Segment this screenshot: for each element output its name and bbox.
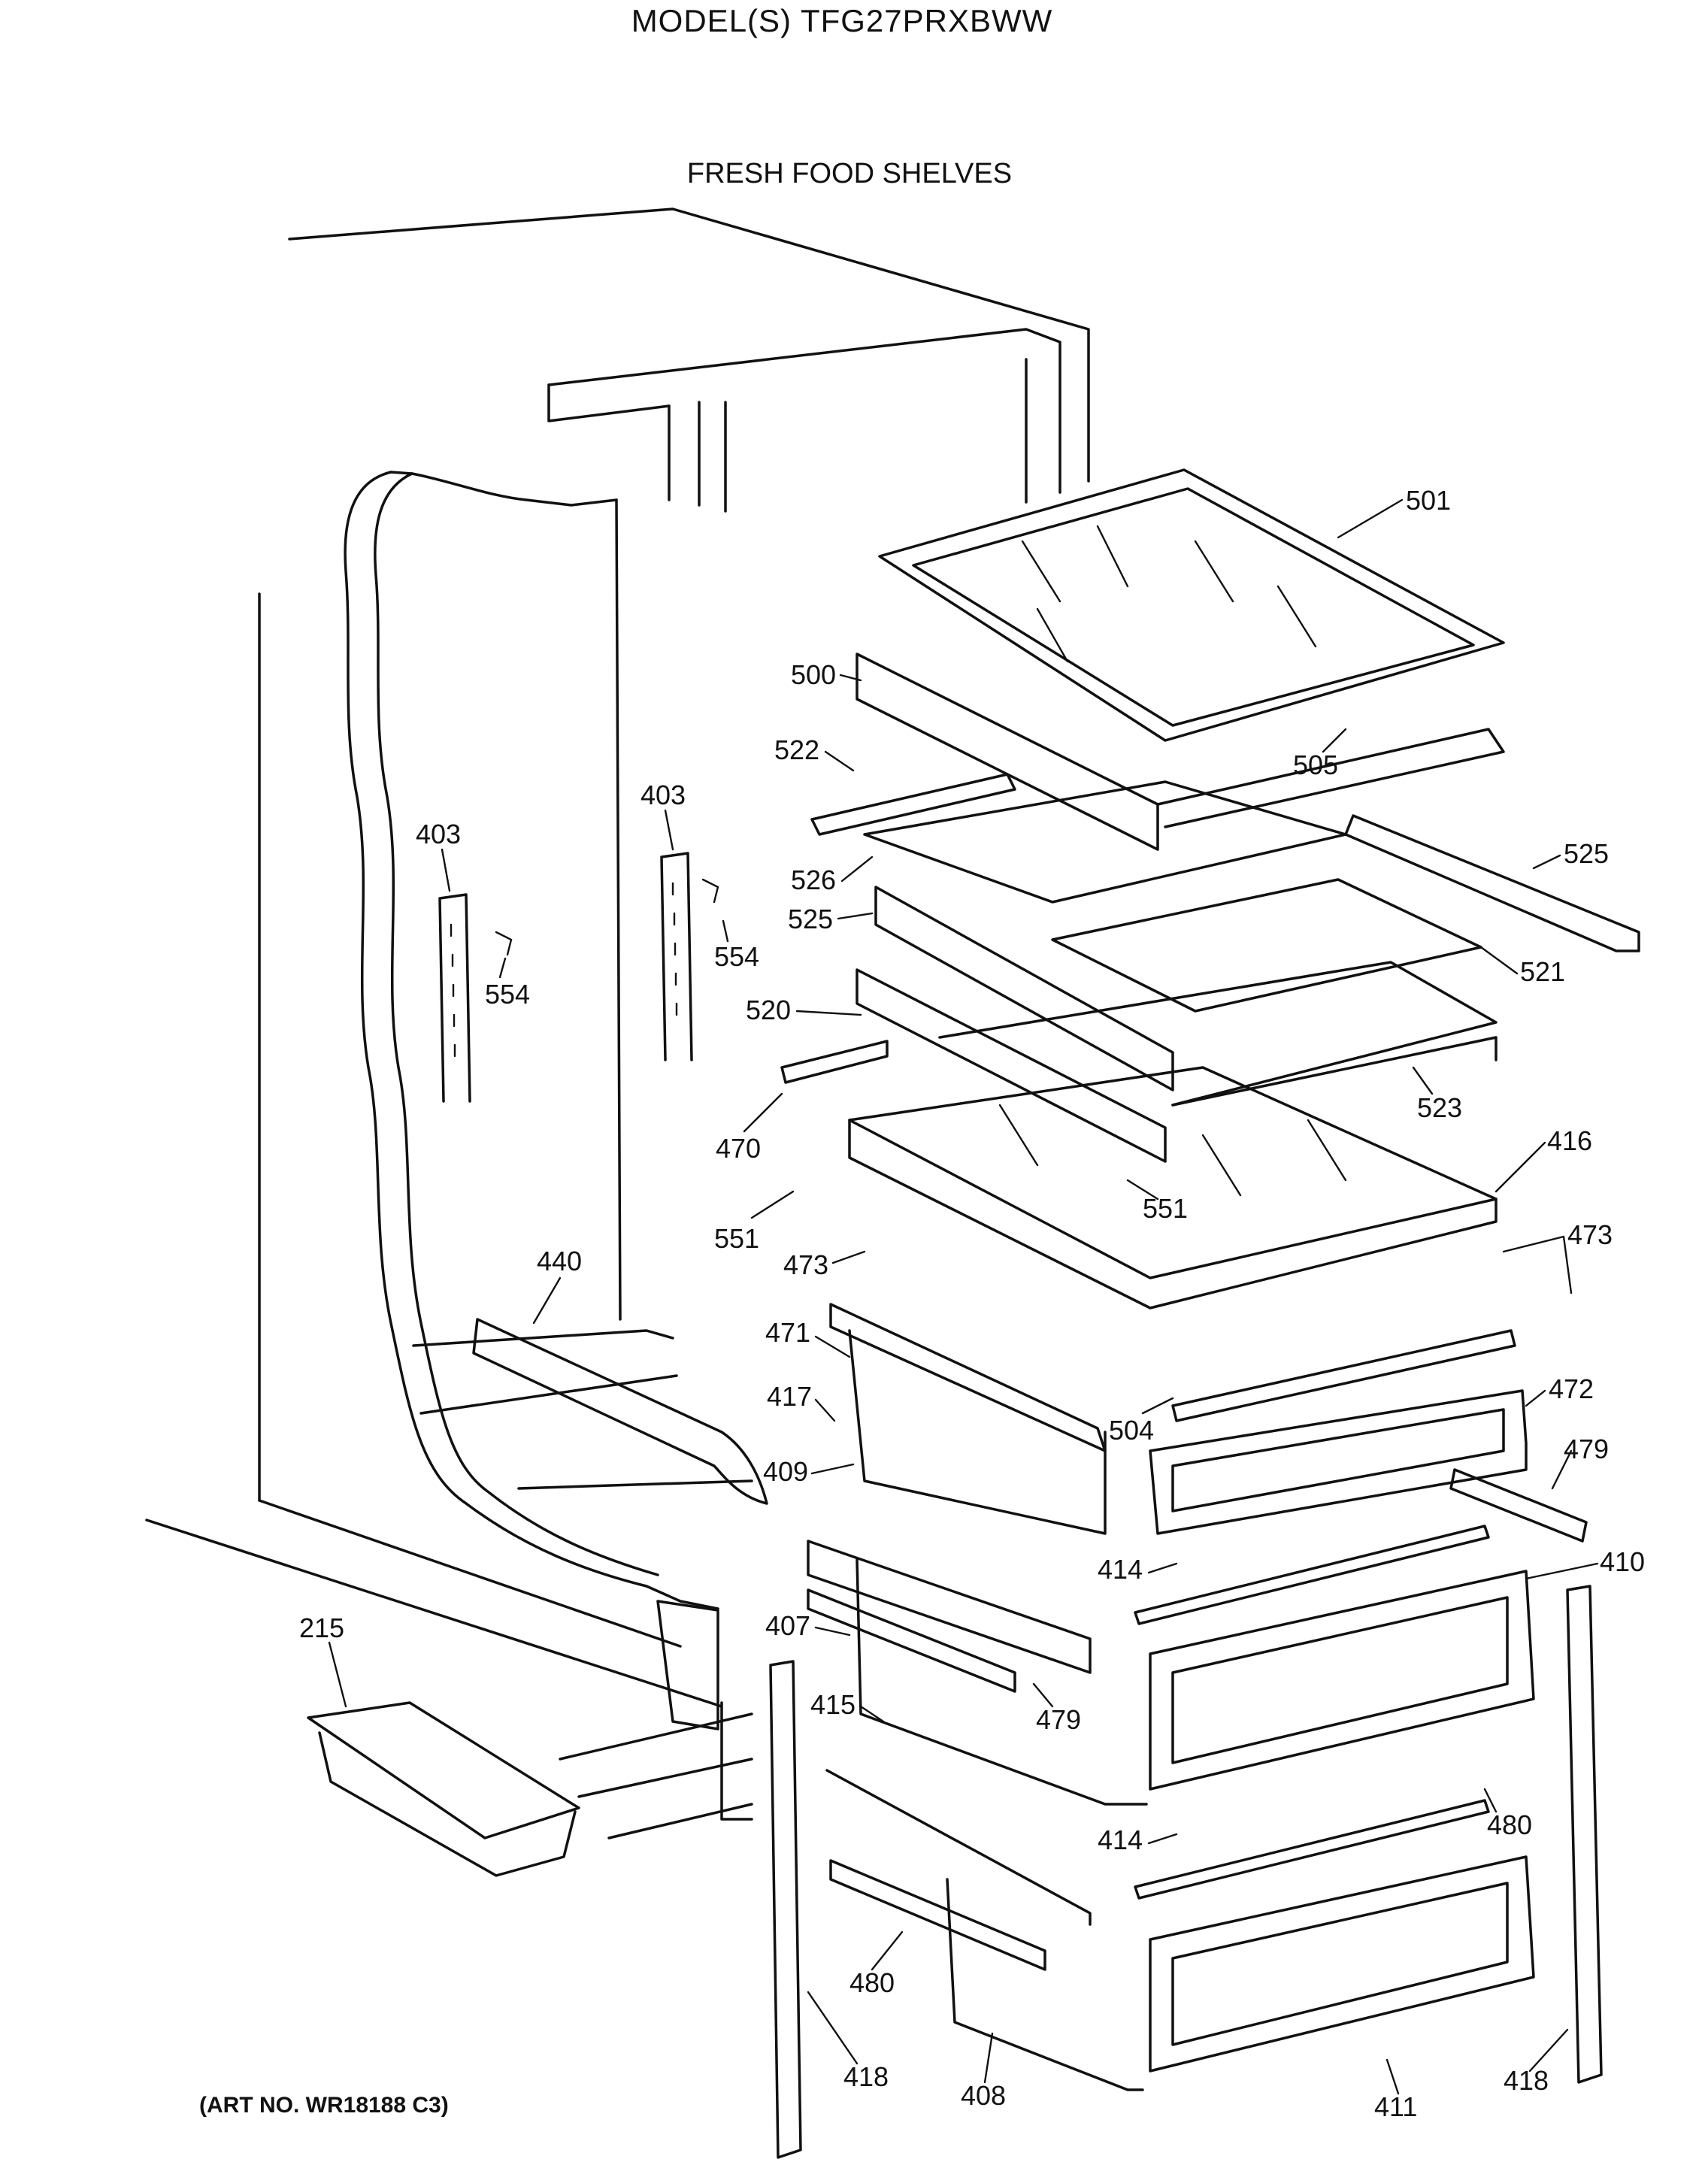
- shelf-ladder-right: [660, 852, 719, 1061]
- callout-470: 470: [716, 1133, 761, 1164]
- drawer-410: [807, 1525, 1535, 1806]
- callout-480-left: 480: [849, 1967, 895, 1998]
- side-rail-418-left: [769, 1660, 802, 2159]
- callout-471: 471: [765, 1317, 810, 1348]
- callout-418-right: 418: [1504, 2065, 1549, 2096]
- shelf-ladder-left: [438, 893, 513, 1103]
- callout-417: 417: [767, 1381, 812, 1412]
- callout-415: 415: [810, 1689, 856, 1720]
- callout-504: 504: [1109, 1415, 1154, 1446]
- callout-416: 416: [1547, 1125, 1592, 1156]
- shelf-frame-525-520: [856, 886, 1498, 1163]
- callout-551-left: 551: [714, 1223, 759, 1254]
- glass-panels-526-521: [863, 780, 1482, 1013]
- drawer-411: [825, 1769, 1535, 2091]
- callout-520: 520: [746, 995, 791, 1025]
- callout-525-right: 525: [1564, 838, 1609, 869]
- callout-labels: 501 500 505 522 525 526 525 521 520 523 …: [299, 485, 1645, 2122]
- callout-472: 472: [1549, 1373, 1594, 1404]
- callout-leaders: [328, 498, 1599, 2095]
- callout-473-right: 473: [1567, 1219, 1613, 1250]
- callout-479-left: 479: [1036, 1704, 1081, 1735]
- art-number: (ART NO. WR18188 C3): [199, 2093, 449, 2118]
- callout-407: 407: [765, 1610, 810, 1641]
- callout-440: 440: [537, 1246, 582, 1276]
- shelf-416: [848, 1066, 1498, 1310]
- callout-523: 523: [1417, 1092, 1462, 1123]
- drawer-471-472: [829, 1303, 1528, 1535]
- model-title: MODEL(S) TFG27PRXBWW: [631, 3, 1053, 38]
- slide-479-480: [807, 1468, 1588, 1971]
- section-title: FRESH FOOD SHELVES: [686, 158, 1013, 189]
- callout-521: 521: [1520, 956, 1565, 987]
- callout-480-right: 480: [1487, 1809, 1532, 1840]
- cabinet-cutaway-edge: [344, 471, 719, 1610]
- callout-403-right: 403: [640, 780, 686, 810]
- callout-418-left: 418: [843, 2061, 889, 2092]
- callout-414-lower: 414: [1098, 1824, 1143, 1855]
- callout-554-left: 554: [485, 979, 530, 1010]
- callout-554-right: 554: [714, 941, 759, 972]
- bin-215: [307, 1701, 580, 1877]
- callout-473-left: 473: [783, 1249, 828, 1280]
- cabinet-outline: [145, 207, 1090, 1839]
- callout-411: 411: [1374, 2091, 1417, 2122]
- callout-414-upper: 414: [1098, 1554, 1143, 1585]
- callout-403-left: 403: [416, 819, 461, 849]
- callout-500: 500: [791, 659, 836, 690]
- callout-551-right: 551: [1143, 1193, 1188, 1224]
- callout-215: 215: [299, 1612, 344, 1643]
- rail-525-right: [1344, 814, 1640, 952]
- callout-501: 501: [1406, 485, 1451, 516]
- cover-440: [472, 1318, 768, 1505]
- callout-525-left: 525: [788, 904, 833, 934]
- callout-409: 409: [763, 1456, 808, 1487]
- part-470: [780, 1040, 889, 1084]
- callout-522: 522: [774, 734, 819, 765]
- callout-408: 408: [961, 2080, 1006, 2111]
- shelf-501: [878, 468, 1505, 742]
- callout-410: 410: [1600, 1546, 1645, 1577]
- callout-505: 505: [1293, 749, 1338, 780]
- shelf-frame-500: [810, 653, 1505, 851]
- side-rail-418-right: [1566, 1585, 1603, 2084]
- callout-479-right: 479: [1564, 1434, 1609, 1464]
- callout-526: 526: [791, 864, 836, 895]
